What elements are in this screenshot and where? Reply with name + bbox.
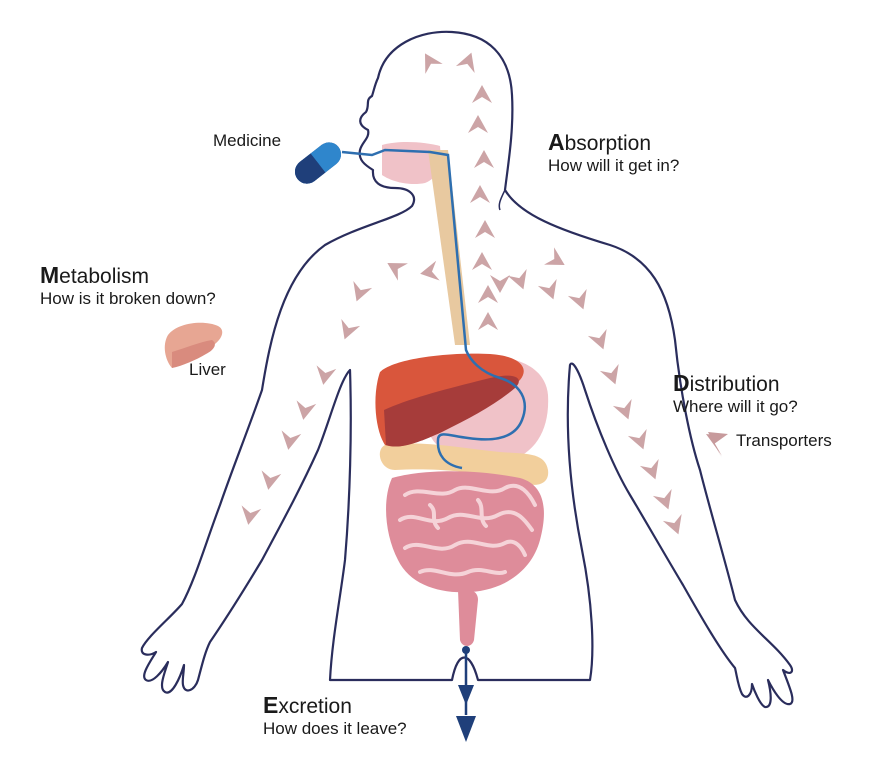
drug-pathway: [341, 148, 526, 470]
drug-flow-arrow-icon: [296, 400, 317, 420]
drug-flow-arrow-icon: [567, 289, 587, 310]
drug-flow-arrow-icon: [627, 429, 647, 450]
drug-flow-arrow-icon: [387, 263, 408, 281]
pill-icon: [294, 142, 342, 184]
drug-flow-arrow-icon: [474, 150, 494, 168]
drug-flow-arrow-icon: [544, 247, 565, 265]
drug-flow-arrow-icon: [420, 260, 440, 281]
distribution-initial: D: [673, 370, 690, 396]
drug-flow-arrow-icon: [612, 399, 632, 420]
drug-flow-arrow-icon: [507, 269, 527, 290]
drug-flow-arrow-icon: [353, 281, 373, 302]
liver-shadow: [384, 375, 519, 447]
absorption-label: Absorption How will it get in?: [548, 129, 679, 176]
excretion-arrowhead: [458, 685, 474, 705]
small-intestine: [386, 471, 544, 593]
drug-flow-arrow-icon: [455, 52, 475, 73]
absorption-rest: bsorption: [564, 132, 652, 155]
excretion-question: How does it leave?: [263, 719, 407, 739]
drug-flow-arrow-icon: [662, 514, 682, 535]
liver-label: Liver: [189, 360, 226, 379]
drug-flow-arrow-icon: [652, 489, 672, 510]
drug-flow-arrow-icon: [490, 275, 510, 293]
medicine-label: Medicine: [213, 131, 282, 150]
drug-flow-arrow-icon: [468, 115, 488, 133]
drug-flow-arrow-icon: [537, 279, 557, 300]
metabolism-initial: M: [40, 262, 60, 288]
esophagus: [428, 150, 470, 345]
liver-icon: [164, 322, 223, 368]
drug-flow-arrow-icon: [241, 505, 262, 525]
distribution-rest: istribution: [689, 373, 780, 396]
transporters-label: Transporters: [736, 431, 832, 450]
rectum: [458, 589, 478, 646]
drug-flow-arrow-icon: [475, 220, 495, 238]
drug-flow-arrow-icon: [639, 459, 659, 480]
colon: [379, 443, 549, 485]
absorption-initial: A: [548, 129, 565, 155]
excretion-initial: E: [263, 692, 279, 718]
drug-flow-arrow-icon: [470, 185, 490, 203]
excretion-label: Excretion How does it leave?: [263, 692, 407, 739]
drug-flow-arrow-icon: [261, 470, 282, 490]
excretion-rest: xcretion: [278, 695, 352, 718]
metabolism-label: Metabolism How is it broken down?: [40, 262, 216, 309]
drug-flow-arrow-icon: [316, 365, 337, 385]
drug-flow-arrows: [241, 52, 682, 535]
drug-flow-arrow-icon: [599, 364, 619, 385]
drug-flow-arrow-icon: [472, 85, 492, 103]
absorption-question: How will it get in?: [548, 156, 680, 176]
drug-flow-arrow-icon: [478, 312, 498, 330]
drug-flow-arrow-icon: [472, 252, 492, 270]
drug-flow-arrow-icon: [425, 53, 443, 74]
distribution-question: Where will it go?: [673, 397, 798, 417]
distribution-label: Distribution Where will it go?: [673, 370, 798, 417]
metabolism-question: How is it broken down?: [40, 289, 216, 309]
drug-flow-arrow-icon: [341, 319, 361, 340]
metabolism-rest: etabolism: [59, 265, 150, 288]
drug-flow-arrow-icon: [281, 430, 302, 450]
drug-flow-arrow-icon: [587, 329, 607, 350]
drug-flow-arrow-icon: [478, 285, 498, 303]
